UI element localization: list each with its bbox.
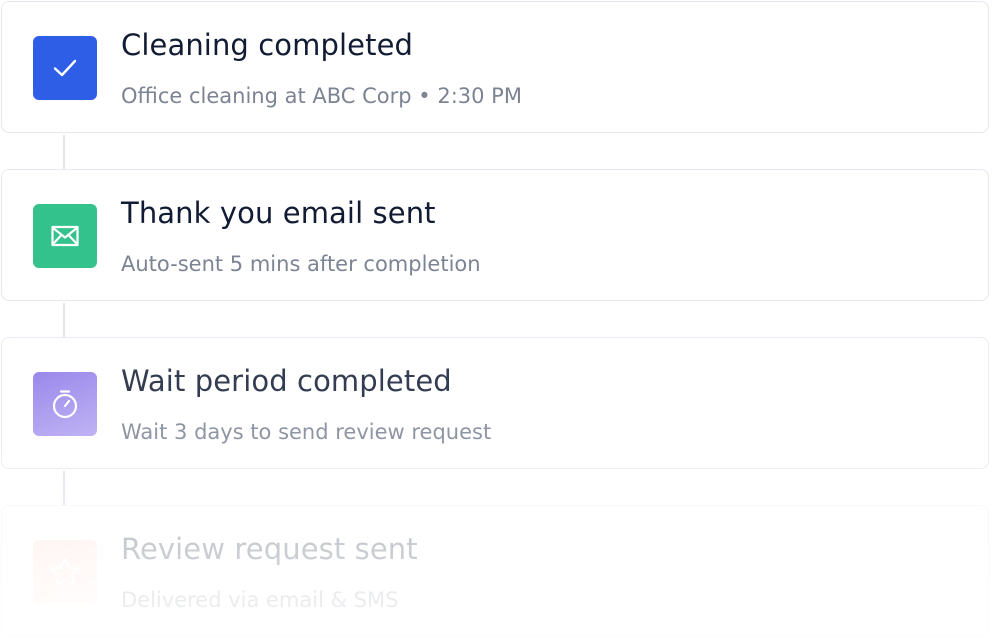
timeline-step-cleaning-completed[interactable]: Cleaning completed Office cleaning at AB… bbox=[1, 1, 989, 133]
timeline-step-thank-you-email[interactable]: Thank you email sent Auto-sent 5 mins af… bbox=[1, 169, 989, 301]
timeline-connector bbox=[63, 471, 65, 505]
step-title: Review request sent bbox=[121, 532, 418, 566]
timeline-connector bbox=[63, 303, 65, 337]
timeline-step-wait-period[interactable]: Wait period completed Wait 3 days to sen… bbox=[1, 337, 989, 469]
step-subtitle: Wait 3 days to send review request bbox=[121, 420, 492, 444]
step-subtitle: Delivered via email & SMS bbox=[121, 588, 399, 612]
check-icon bbox=[33, 36, 97, 100]
timeline-step-review-request[interactable]: Review request sent Delivered via email … bbox=[1, 505, 989, 637]
envelope-icon bbox=[33, 204, 97, 268]
timer-icon bbox=[33, 372, 97, 436]
timeline-connector bbox=[63, 135, 65, 169]
star-icon bbox=[33, 540, 97, 604]
step-title: Wait period completed bbox=[121, 364, 452, 398]
step-title: Cleaning completed bbox=[121, 28, 414, 62]
step-title: Thank you email sent bbox=[121, 196, 436, 230]
step-subtitle: Office cleaning at ABC Corp • 2:30 PM bbox=[121, 84, 522, 108]
step-subtitle: Auto-sent 5 mins after completion bbox=[121, 252, 481, 276]
